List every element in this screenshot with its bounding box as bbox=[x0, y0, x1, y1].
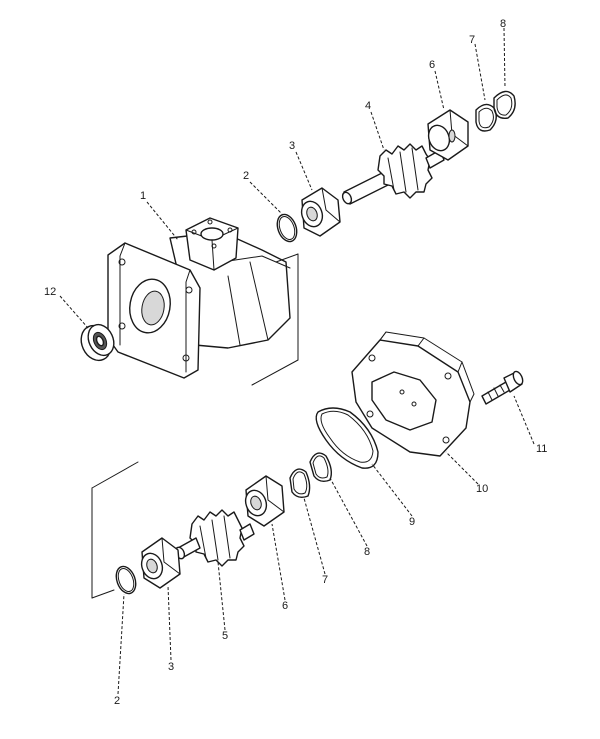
callout-7-upper: 7 bbox=[469, 34, 475, 46]
part-2-o-ring-upper bbox=[276, 213, 298, 243]
callout-7-lower: 7 bbox=[322, 574, 328, 586]
callout-6-upper: 6 bbox=[429, 59, 435, 71]
callout-12: 12 bbox=[44, 286, 56, 298]
part-7-backup-ring-upper bbox=[475, 103, 497, 132]
part-8-seal-upper bbox=[493, 90, 516, 119]
callout-1: 1 bbox=[140, 190, 146, 202]
part-6-bushing-upper bbox=[427, 109, 469, 161]
part-11-bolt bbox=[481, 370, 524, 405]
part-3-bushing-lower bbox=[140, 537, 181, 589]
callout-11: 11 bbox=[536, 443, 547, 455]
part-1-pump-housing bbox=[107, 217, 299, 386]
part-9-gasket bbox=[315, 407, 379, 469]
part-10-end-cover bbox=[351, 331, 475, 457]
section-bracket-lower bbox=[91, 461, 139, 599]
part-4-drive-gear bbox=[341, 143, 445, 205]
callout-2-lower: 2 bbox=[114, 695, 120, 707]
part-3-bushing-upper bbox=[300, 187, 341, 237]
part-8-seal-lower bbox=[309, 452, 333, 483]
part-2-o-ring-lower bbox=[115, 565, 137, 595]
callout-5: 5 bbox=[222, 630, 228, 642]
callout-9: 9 bbox=[409, 516, 415, 528]
callout-3-lower: 3 bbox=[168, 661, 174, 673]
part-6-bushing-lower bbox=[244, 475, 285, 527]
callout-4: 4 bbox=[365, 100, 371, 112]
part-7-backup-ring-lower bbox=[289, 468, 311, 499]
callout-3-upper: 3 bbox=[289, 140, 295, 152]
part-5-driven-gear bbox=[174, 509, 255, 567]
callout-6-lower: 6 bbox=[282, 600, 288, 612]
part-12-shaft-seal bbox=[80, 323, 115, 362]
callout-8-lower: 8 bbox=[364, 546, 370, 558]
callout-labels: 1 2 3 4 6 7 8 12 11 10 9 8 7 6 5 3 2 bbox=[44, 18, 547, 707]
leader-lines bbox=[59, 27, 535, 695]
callout-8-upper: 8 bbox=[500, 18, 506, 30]
callout-2-upper: 2 bbox=[243, 170, 249, 182]
callout-10: 10 bbox=[476, 483, 488, 495]
